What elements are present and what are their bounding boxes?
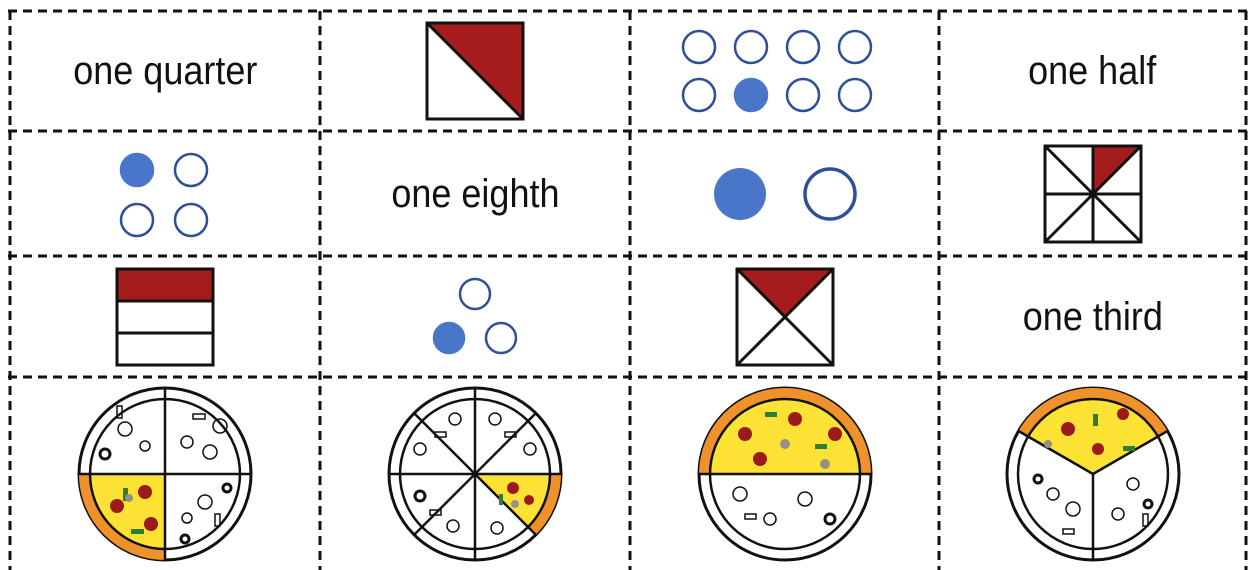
filled-circle xyxy=(121,154,153,186)
empty-circle xyxy=(486,323,516,353)
empty-circle xyxy=(839,31,871,63)
square-quarters xyxy=(735,267,835,367)
circle-set-four xyxy=(115,146,215,242)
card-one-half[interactable]: one half xyxy=(939,11,1246,131)
empty-circle xyxy=(735,31,767,63)
circle-set-three xyxy=(430,276,520,358)
card-one-quarter[interactable]: one quarter xyxy=(10,11,320,131)
card-circles-one-of-three[interactable] xyxy=(320,256,630,377)
card-square-quarters[interactable] xyxy=(630,256,939,377)
empty-circle xyxy=(683,79,715,111)
card-pizza-eighth[interactable] xyxy=(320,377,630,570)
empty-circle xyxy=(839,79,871,111)
card-pizza-half[interactable] xyxy=(630,377,939,570)
pizza-third xyxy=(1003,384,1183,564)
square-eighths xyxy=(1043,144,1143,244)
empty-circle xyxy=(787,31,819,63)
card-rect-thirds[interactable] xyxy=(10,256,320,377)
card-pizza-third[interactable] xyxy=(939,377,1246,570)
card-label: one third xyxy=(1022,297,1162,337)
card-square-half-diagonal[interactable] xyxy=(320,11,630,131)
card-pizza-quarter[interactable] xyxy=(10,377,320,570)
empty-circle xyxy=(175,154,207,186)
card-circles-one-of-four[interactable] xyxy=(10,131,320,256)
square-half-diagonal xyxy=(425,21,525,121)
card-label: one half xyxy=(1028,51,1156,91)
rect-thirds xyxy=(115,267,215,367)
card-circles-one-of-two[interactable] xyxy=(630,131,939,256)
pizza-eighth xyxy=(385,384,565,564)
circle-set-two xyxy=(710,162,860,226)
shaded-quarter xyxy=(737,269,833,317)
card-label: one quarter xyxy=(73,51,257,91)
empty-circle xyxy=(121,204,153,236)
empty-circle xyxy=(460,279,490,309)
filled-circle xyxy=(735,79,767,111)
empty-circle xyxy=(787,79,819,111)
empty-circle xyxy=(805,169,855,219)
pizza-quarter xyxy=(75,384,255,564)
filled-circle xyxy=(434,323,464,353)
shaded-third xyxy=(117,269,213,301)
filled-circle xyxy=(714,168,766,220)
pizza-half xyxy=(695,384,875,564)
card-circles-one-of-eight[interactable] xyxy=(630,11,939,131)
card-label: one eighth xyxy=(391,174,559,214)
empty-circle xyxy=(683,31,715,63)
card-one-eighth[interactable]: one eighth xyxy=(320,131,630,256)
card-square-eighths[interactable] xyxy=(939,131,1246,256)
card-one-third[interactable]: one third xyxy=(939,256,1246,377)
empty-circle xyxy=(175,204,207,236)
circle-set-eight xyxy=(680,28,890,114)
